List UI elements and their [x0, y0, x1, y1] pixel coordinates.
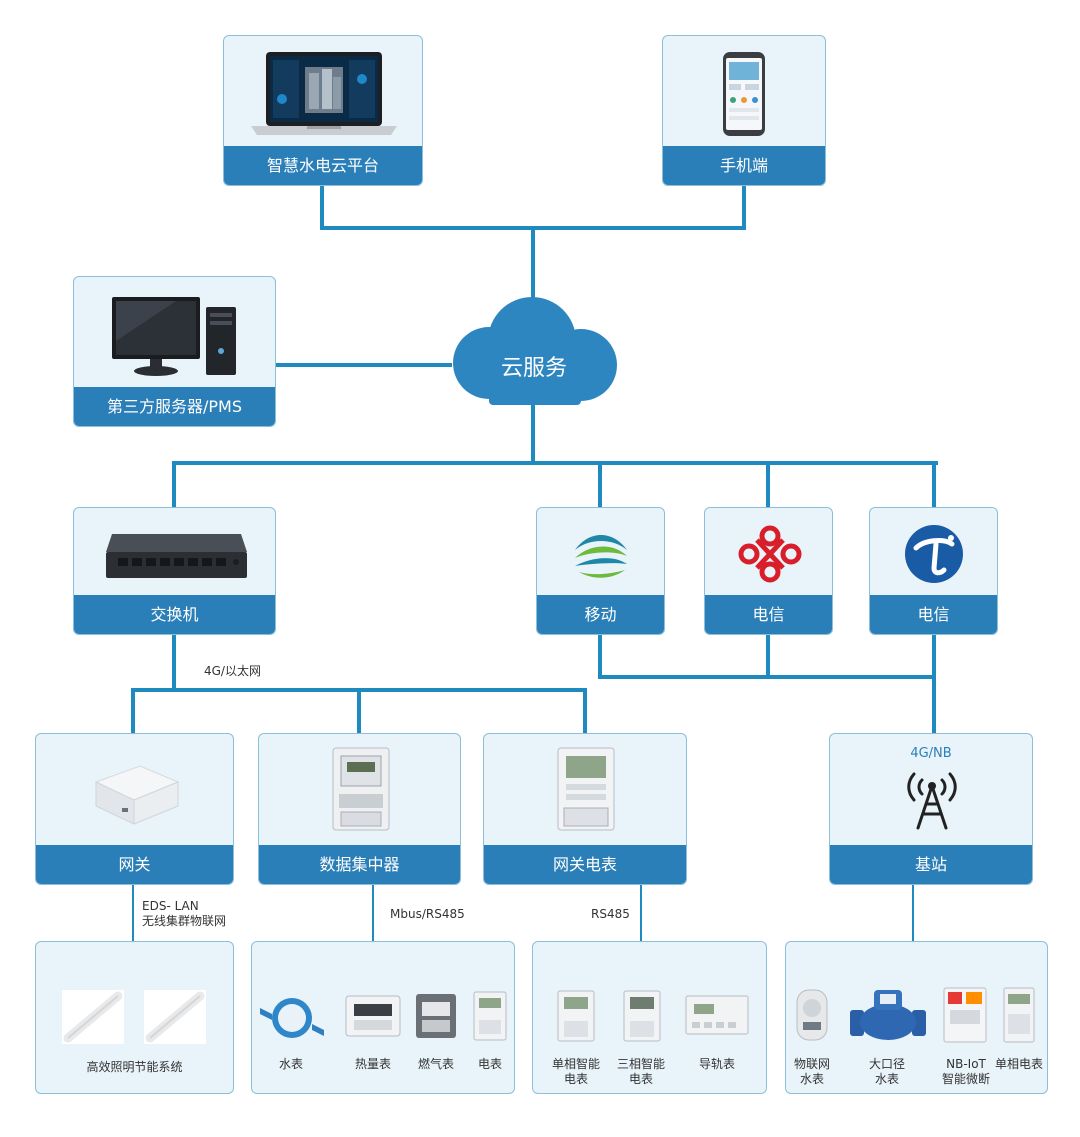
unicom-label: 电信	[705, 595, 832, 634]
device-label-heat: 热量表	[354, 1057, 391, 1071]
electric-meter-icon	[623, 990, 661, 1042]
network-switch-icon	[106, 534, 247, 578]
device-label-large-water: 大口径 水表	[868, 1057, 905, 1086]
gateway-meter-label: 网关电表	[484, 845, 686, 884]
device-label-three-phase: 三相智能 电表	[616, 1057, 665, 1086]
switch-node: 交换机	[73, 507, 276, 635]
base-station-net-label: 4G/NB	[910, 746, 952, 761]
desktop-computer-icon	[112, 297, 236, 376]
device-label-single-meter: 单相电表	[994, 1057, 1043, 1071]
gateway-label: 网关	[36, 845, 233, 884]
china-mobile-logo	[575, 535, 627, 578]
circuit-breaker-icon	[943, 987, 987, 1043]
electric-meter-icon	[1003, 987, 1035, 1043]
gateway-meter-node: 网关电表	[483, 733, 687, 885]
telecom-label: 电信	[870, 595, 997, 634]
gas-meter-icon	[416, 994, 456, 1038]
smartphone-icon	[723, 52, 765, 136]
water-meter-icon	[260, 998, 324, 1038]
switch-link-label: 4G/以太网	[204, 664, 261, 678]
cloud-icon	[453, 297, 617, 405]
telecom-node: 电信	[869, 507, 998, 635]
base-station-node: 4G/NB 基站	[829, 733, 1033, 885]
heat-meter-icon	[345, 995, 401, 1037]
water-meter-icon	[796, 989, 828, 1041]
switch-label: 交换机	[74, 595, 275, 634]
rail-meter-icon	[685, 995, 749, 1035]
gateway-node: 网关	[35, 733, 234, 885]
china-telecom-logo	[905, 525, 963, 583]
device-label-electric: 电表	[477, 1057, 502, 1071]
mobile-label: 手机端	[663, 146, 825, 185]
device-label-nbiot-breaker: NB-IoT 智能微断	[941, 1057, 990, 1086]
cell-tower-icon	[907, 772, 957, 830]
led-tube-icon	[62, 990, 124, 1044]
led-tube-icon	[144, 990, 206, 1044]
data-concentrator-icon	[332, 747, 390, 831]
large-water-meter-icon	[850, 990, 926, 1040]
gateway-meter-icon	[557, 747, 615, 831]
electric-meter-icon	[473, 991, 507, 1041]
third-party-node: 第三方服务器/PMS	[73, 276, 276, 427]
wireless-gateway-icon	[94, 765, 180, 825]
cloud-label: 云服务	[500, 356, 567, 381]
china-unicom-logo	[738, 525, 802, 583]
base-station-label: 基站	[830, 845, 1032, 884]
mobile-node: 手机端	[662, 35, 826, 186]
device-label-rail: 导轨表	[698, 1057, 735, 1071]
laptop-icon	[251, 52, 397, 135]
third-party-label: 第三方服务器/PMS	[74, 387, 275, 426]
gateway-meter-link-label: RS485	[591, 907, 630, 921]
device-label-water: 水表	[278, 1057, 303, 1071]
gateway-link-label: EDS- LAN 无线集群物联网	[142, 899, 227, 928]
cmcc-node: 移动	[536, 507, 665, 635]
device-label-single-phase: 单相智能 电表	[551, 1057, 600, 1086]
electric-meter-icon	[557, 990, 595, 1042]
platform-label: 智慧水电云平台	[224, 146, 422, 185]
device-label-iot-water: 物联网 水表	[793, 1057, 830, 1086]
cmcc-label: 移动	[537, 595, 664, 634]
device-label-gas: 燃气表	[417, 1057, 454, 1071]
lighting-label: 高效照明节能系统	[86, 1060, 183, 1074]
concentrator-link-label: Mbus/RS485	[390, 907, 465, 921]
concentrator-node: 数据集中器	[258, 733, 461, 885]
unicom-node: 电信	[704, 507, 833, 635]
concentrator-label: 数据集中器	[259, 845, 460, 884]
platform-node: 智慧水电云平台	[223, 35, 423, 186]
